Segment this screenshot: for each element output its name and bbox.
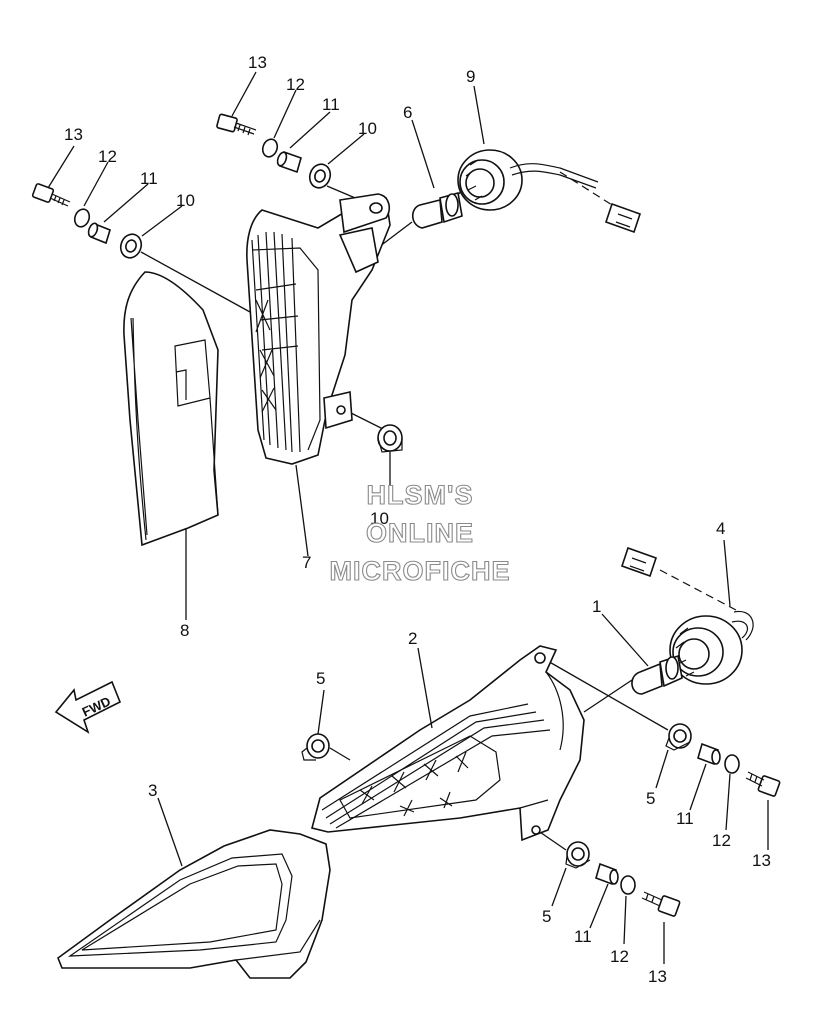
callout-13: 13 <box>648 967 667 986</box>
callout-13: 13 <box>248 53 267 72</box>
leader-line <box>583 679 633 713</box>
callout-8: 8 <box>180 621 189 640</box>
callout-6: 6 <box>403 103 412 122</box>
grommet-5 <box>565 841 591 869</box>
callout-9: 9 <box>466 67 475 86</box>
watermark-line3: MICROFICHE <box>330 556 511 586</box>
callout-5: 5 <box>646 789 655 808</box>
callout-12: 12 <box>712 831 731 850</box>
grommet-10 <box>308 163 332 189</box>
callout-12: 12 <box>286 75 305 94</box>
grommet-5 <box>301 733 330 761</box>
bulb-1 <box>631 654 683 695</box>
callout-numbers: 13 12 11 10 6 9 13 12 11 10 10 7 8 4 1 2… <box>64 53 771 986</box>
callout-1: 1 <box>592 597 601 616</box>
bolt-13 <box>745 771 781 797</box>
callout-5: 5 <box>316 669 325 688</box>
leader-line <box>329 747 351 761</box>
socket-4 <box>620 546 754 685</box>
watermark: HLSM'S ONLINE MICROFICHE <box>329 479 511 586</box>
bulb-6 <box>411 191 463 229</box>
bolt-13 <box>31 183 71 207</box>
lower-assembly: FWD <box>54 546 781 979</box>
callout-11: 11 <box>574 927 592 946</box>
leader-line <box>140 251 251 313</box>
callout-2: 2 <box>408 629 417 648</box>
callout-7: 7 <box>302 553 311 572</box>
callout-11: 11 <box>140 169 158 188</box>
grommet-10 <box>377 424 403 453</box>
callout-10: 10 <box>370 509 389 528</box>
washer-12 <box>620 875 636 895</box>
lens-cover-3 <box>57 829 331 979</box>
callout-10: 10 <box>176 191 195 210</box>
callout-3: 3 <box>148 781 157 800</box>
grommet-10 <box>119 233 143 259</box>
callout-11: 11 <box>322 95 340 114</box>
bolt-13 <box>216 113 257 136</box>
grommet-5 <box>665 723 692 751</box>
callout-13: 13 <box>64 125 83 144</box>
flasher-housing-2 <box>311 645 585 842</box>
collar-11 <box>697 742 721 766</box>
collar-11 <box>87 222 111 245</box>
leader-line <box>545 659 669 731</box>
callout-11: 11 <box>676 809 694 828</box>
washer-12 <box>724 754 740 774</box>
collar-11 <box>595 862 619 886</box>
callout-5: 5 <box>542 907 551 926</box>
bolt-13 <box>641 891 681 917</box>
watermark-line1: HLSM'S <box>367 480 474 510</box>
collar-11 <box>276 150 302 174</box>
callout-13: 13 <box>752 851 771 870</box>
watermark-line2: ONLINE <box>366 518 474 548</box>
callout-12: 12 <box>610 947 629 966</box>
callout-10: 10 <box>358 119 377 138</box>
flasher-housing-7 <box>246 193 391 465</box>
washer-12 <box>73 208 91 228</box>
socket-9 <box>457 149 642 234</box>
callout-leaders <box>47 71 769 964</box>
fwd-arrow: FWD <box>54 680 122 734</box>
callout-12: 12 <box>98 147 117 166</box>
washer-12 <box>261 138 279 158</box>
upper-assembly <box>31 113 642 547</box>
lens-cover-8 <box>123 271 219 547</box>
callout-4: 4 <box>716 519 725 538</box>
